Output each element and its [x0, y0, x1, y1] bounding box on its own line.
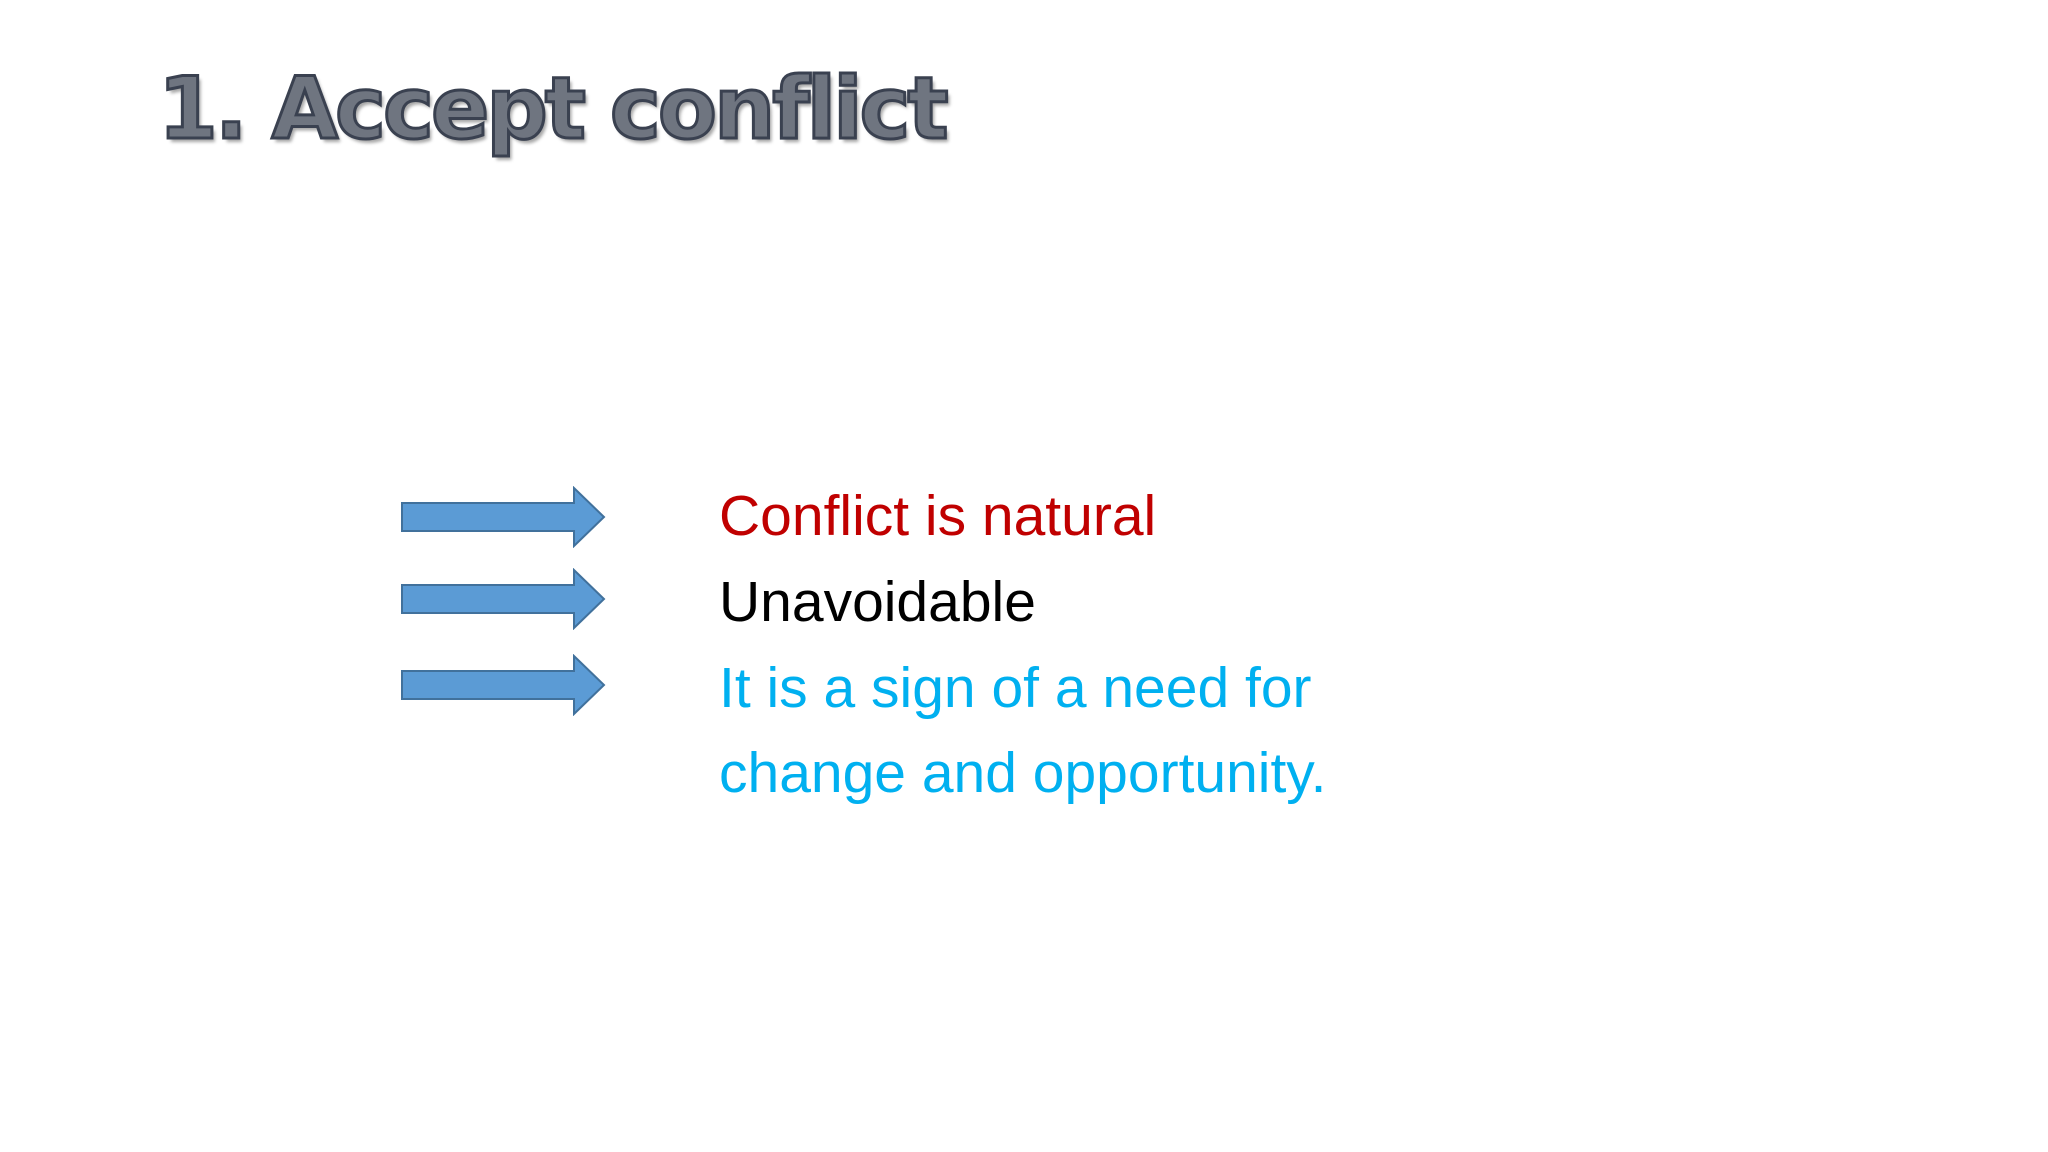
bullet-text-conflict-natural: Conflict is natural	[719, 484, 1157, 548]
right-arrow-icon	[400, 568, 606, 630]
right-arrow-icon	[400, 654, 606, 716]
right-arrow-icon	[400, 486, 606, 548]
bullet-text-sign-of-need: It is a sign of a need for	[719, 656, 1312, 720]
slide-title: 1. Accept conflict	[157, 59, 951, 159]
bullet-text-unavoidable: Unavoidable	[719, 570, 1036, 634]
bullet-text-change-opportunity: change and opportunity.	[719, 741, 1327, 805]
